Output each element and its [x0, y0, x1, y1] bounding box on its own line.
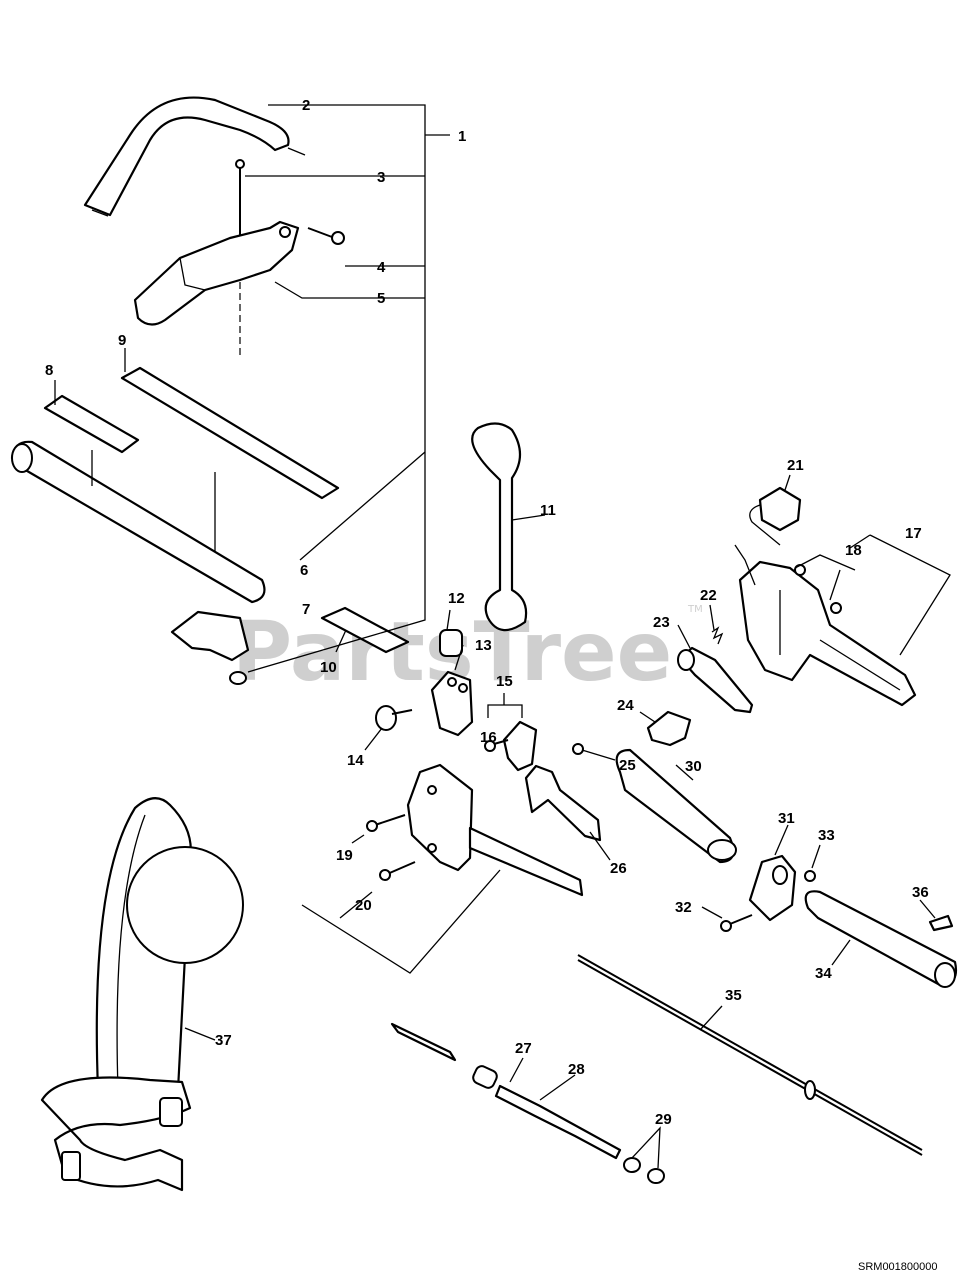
part-12-bushing[interactable]	[439, 629, 463, 657]
part-33-nut[interactable]	[804, 870, 816, 882]
label-14: 14	[347, 752, 364, 769]
label-35: 35	[725, 987, 742, 1004]
label-37: 37	[215, 1032, 232, 1049]
part-4-screw[interactable]	[307, 227, 345, 245]
part-9-label[interactable]	[120, 366, 340, 500]
label-16: 16	[480, 729, 497, 746]
label-7: 7	[302, 601, 310, 618]
label-2: 2	[302, 97, 310, 114]
part-30-grip[interactable]	[615, 748, 737, 864]
part-32-screw[interactable]	[720, 914, 753, 932]
label-9: 9	[118, 332, 126, 349]
part-22-spring[interactable]	[711, 626, 724, 645]
part-28-cable[interactable]	[494, 1084, 622, 1160]
part-6-tube[interactable]	[10, 440, 266, 604]
label-27: 27	[515, 1040, 532, 1057]
label-25: 25	[619, 757, 636, 774]
part-17-housing[interactable]	[738, 560, 917, 707]
label-23: 23	[653, 614, 670, 631]
label-29: 29	[655, 1111, 672, 1128]
part-24-lever[interactable]	[646, 710, 692, 747]
label-36: 36	[912, 884, 929, 901]
label-4: 4	[377, 259, 386, 276]
part-31-clamp[interactable]	[748, 854, 797, 922]
part-20-control-body[interactable]	[406, 763, 584, 897]
label-30: 30	[685, 758, 702, 775]
part-10-label[interactable]	[320, 606, 410, 654]
part-8-label[interactable]	[43, 394, 140, 454]
label-21: 21	[787, 457, 804, 474]
part-5-bracket[interactable]	[133, 220, 300, 326]
label-22: 22	[700, 587, 717, 604]
leader-lines	[54, 104, 951, 1169]
label-5: 5	[377, 290, 385, 307]
label-32: 32	[675, 899, 692, 916]
label-26: 26	[610, 860, 627, 877]
part-14-pin[interactable]	[375, 705, 413, 731]
part-29-nuts[interactable]	[623, 1157, 665, 1184]
part-35-shaft[interactable]	[577, 954, 923, 1156]
part-15-clamp[interactable]	[502, 720, 538, 772]
part-26-lever[interactable]	[524, 764, 602, 842]
part-25-screw[interactable]	[572, 743, 584, 755]
part-11-loop[interactable]	[471, 422, 528, 632]
part-23-trigger[interactable]	[677, 646, 754, 714]
part-3-bolt[interactable]	[235, 159, 245, 355]
drawing-code: SRM001800000	[858, 1261, 938, 1273]
watermark-tm: TM	[687, 604, 703, 615]
label-8: 8	[45, 362, 53, 379]
label-24: 24	[617, 697, 634, 714]
part-27-cable-end[interactable]	[390, 1022, 499, 1090]
part-labels: 1 2 3 4 5 6 7 8 9 10 11 12 13 14 15 16 1…	[45, 97, 929, 1128]
label-3: 3	[377, 169, 385, 186]
part-36-label[interactable]	[928, 914, 954, 932]
part-19-screws[interactable]	[366, 814, 416, 881]
label-33: 33	[818, 827, 835, 844]
label-12: 12	[448, 590, 465, 607]
part-2-handle[interactable]	[83, 96, 290, 217]
label-34: 34	[815, 965, 832, 982]
part-21-switch[interactable]	[749, 486, 802, 546]
label-18: 18	[845, 542, 862, 559]
label-19: 19	[336, 847, 353, 864]
part-37-harness[interactable]	[40, 797, 244, 1192]
label-31: 31	[778, 810, 795, 827]
label-10: 10	[320, 659, 337, 676]
label-1: 1	[458, 128, 466, 145]
label-13: 13	[475, 637, 492, 654]
label-20: 20	[355, 897, 372, 914]
label-11: 11	[540, 502, 556, 519]
part-16-screw[interactable]	[484, 739, 509, 752]
label-17: 17	[905, 525, 922, 542]
part-34-tube[interactable]	[804, 890, 958, 988]
label-6: 6	[300, 562, 308, 579]
part-13-clamp[interactable]	[430, 670, 474, 737]
part-7-clamp[interactable]	[170, 610, 250, 685]
label-15: 15	[496, 673, 513, 690]
label-28: 28	[568, 1061, 585, 1078]
